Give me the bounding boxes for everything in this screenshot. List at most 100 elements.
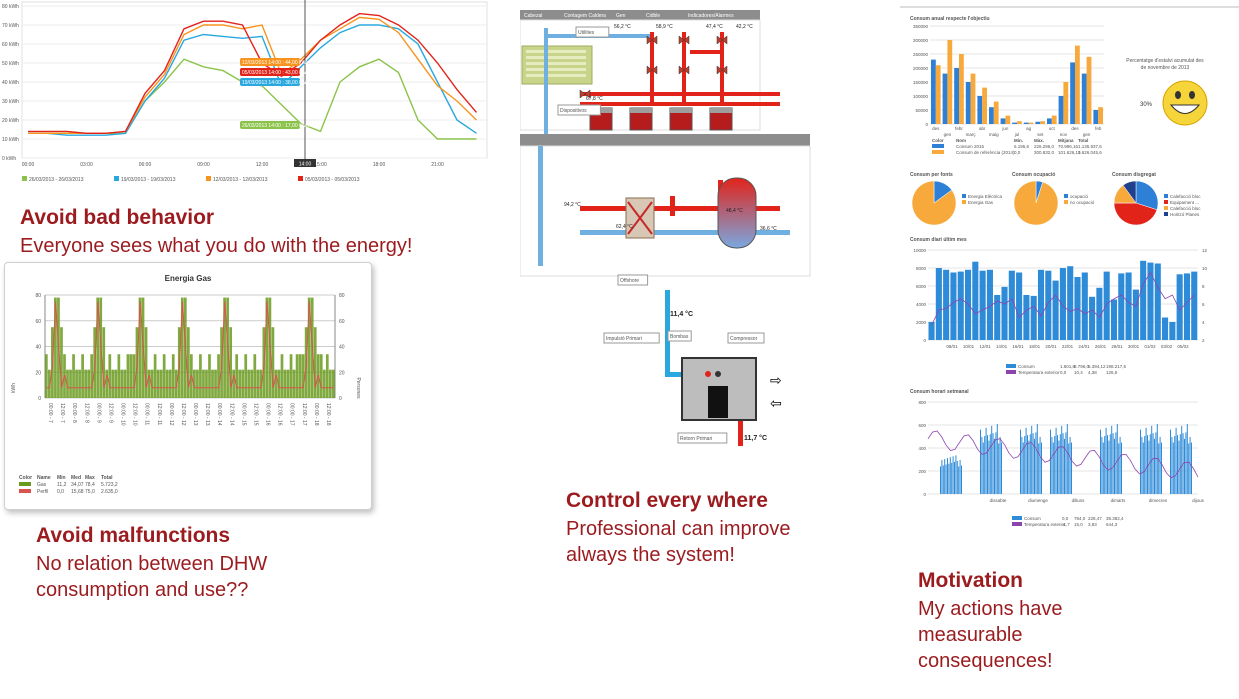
x-tick-label: 03:00 xyxy=(80,162,93,168)
y-tick-label: 50 kWh xyxy=(2,61,19,67)
x-tick-label: nov xyxy=(1060,132,1068,137)
y-tick-label: 70 kWh xyxy=(2,23,19,29)
gas-bar xyxy=(138,297,142,398)
hourly-bar xyxy=(1181,425,1183,494)
temperature-readout: 11,4 °C xyxy=(670,310,693,318)
y-tick-label: 6000 xyxy=(916,284,927,289)
gas-bar xyxy=(150,369,154,398)
boiler-icon[interactable] xyxy=(669,107,693,131)
y-tick-label: 40 kWh xyxy=(2,80,19,86)
gas-bar xyxy=(247,369,251,398)
legend-item[interactable]: 12/03/2013 - 12/03/2013 xyxy=(206,176,268,183)
boiler-icon[interactable] xyxy=(629,107,653,131)
hourly-bar xyxy=(1055,427,1057,494)
tooltip-text: 26/03/2013 14:00 : 17,00 kWh xyxy=(242,123,309,129)
gas-bar xyxy=(241,369,245,398)
scada-tab[interactable]: Cabezal xyxy=(524,13,542,19)
profile-line xyxy=(46,301,334,389)
arrow-left-icon: ⇦ xyxy=(770,396,782,412)
gas-bar xyxy=(126,354,130,398)
y-tick-label: 60 xyxy=(35,319,41,325)
valve-icon[interactable] xyxy=(646,35,658,45)
x-tick-label: 00:00 - 12 xyxy=(168,403,174,426)
gas-bar xyxy=(235,354,239,398)
hourly-bar xyxy=(1105,427,1107,494)
hourly-bar xyxy=(1116,424,1118,494)
table-cell: 5.723,2 xyxy=(101,482,118,488)
x-tick-label: oct xyxy=(1049,126,1056,131)
legend-item[interactable]: 05/03/2013 - 05/03/2013 xyxy=(298,176,360,183)
x-tick-label: 12:00 xyxy=(256,162,269,168)
legend-item[interactable]: 19/03/2013 - 19/03/2013 xyxy=(114,176,176,183)
gas-bar xyxy=(66,369,69,398)
hourly-bar xyxy=(1022,442,1024,494)
gas-bar xyxy=(214,369,217,398)
valve-icon[interactable] xyxy=(646,65,658,75)
x-tick-label: 12:00 - 8 xyxy=(83,403,89,423)
reference-bar xyxy=(1028,122,1034,124)
boiler-icon[interactable] xyxy=(709,107,733,131)
gas-bar xyxy=(274,369,278,398)
table-cell: 34,07 xyxy=(71,482,84,488)
x-tick-label: dimecres xyxy=(1149,498,1168,503)
x-tick-label: ag xyxy=(1026,126,1032,131)
gas-bar xyxy=(256,369,260,398)
valve-icon[interactable] xyxy=(716,35,728,45)
x-tick-label: 26/01 xyxy=(1095,344,1107,349)
hourly-bar xyxy=(1174,436,1176,494)
x-tick-label: 12:00 - 16 xyxy=(277,403,283,426)
legend-item[interactable]: 26/03/2013 - 26/03/2013 xyxy=(22,176,84,183)
gas-bar xyxy=(108,354,112,398)
table-header: Color xyxy=(19,475,32,481)
schematic-label-text: Offshore xyxy=(620,278,639,284)
temperature-readout: 62,4 °C xyxy=(616,224,633,230)
scada-tab[interactable]: Cidble xyxy=(646,13,660,19)
y-tick-label: 30 kWh xyxy=(2,99,19,105)
x-tick-label: dissabte xyxy=(990,498,1007,503)
gas-bar xyxy=(165,369,169,398)
hourly-bar xyxy=(1147,435,1148,494)
reference-bar xyxy=(1063,82,1069,124)
tooltip: 12/03/2013 14:00 : 44,00 kWh xyxy=(240,58,309,66)
valve-icon[interactable] xyxy=(716,65,728,75)
valve-icon[interactable] xyxy=(678,65,690,75)
x-tick-label: 12:00 - 18 xyxy=(325,403,331,426)
table-header: Min. xyxy=(1014,138,1023,143)
scada-tab[interactable]: Contagem Caldera xyxy=(564,13,606,19)
temperature-readout: 11,7 °C xyxy=(744,434,767,442)
table-cell: 10,4 xyxy=(1074,370,1083,375)
gas-bar xyxy=(295,354,299,398)
daily-bar xyxy=(1110,299,1118,340)
annual-bar xyxy=(931,59,936,124)
table-header: Min xyxy=(57,475,66,481)
reference-bar xyxy=(1051,115,1057,124)
x-tick-label: 12:00 - 10 xyxy=(132,403,138,426)
caption-title-malfunctions: Avoid malfunctions xyxy=(36,524,231,547)
scada-tab[interactable]: Gen xyxy=(616,13,626,19)
daily-bar xyxy=(957,271,964,340)
gas-bar xyxy=(54,297,57,398)
gas-bar xyxy=(265,297,269,398)
table-cell: 11,2 xyxy=(57,482,67,488)
gas-bar xyxy=(289,354,293,398)
x-tick-label: 18:00 xyxy=(373,162,386,168)
reference-bar xyxy=(947,40,953,124)
schematic-label: Dispositivos xyxy=(557,104,601,116)
annual-bar xyxy=(977,96,983,124)
schematic-label-text: Compressor xyxy=(730,336,758,342)
table-header: Name xyxy=(37,475,51,481)
valve-icon[interactable] xyxy=(579,89,591,99)
pie-legend-label: Calefacció bloc xyxy=(1170,206,1201,211)
gas-bar xyxy=(325,354,329,398)
x-tick-label: set xyxy=(1037,132,1044,137)
scada-tab[interactable]: Indicadores/Alarmes xyxy=(688,13,734,19)
x-tick-label: gen xyxy=(1083,132,1091,137)
caption-body-bad-behavior: Everyone sees what you do with the energ… xyxy=(20,235,413,257)
valve-icon[interactable] xyxy=(678,35,690,45)
x-tick-label: març xyxy=(966,132,977,137)
gas-bar xyxy=(159,369,163,398)
